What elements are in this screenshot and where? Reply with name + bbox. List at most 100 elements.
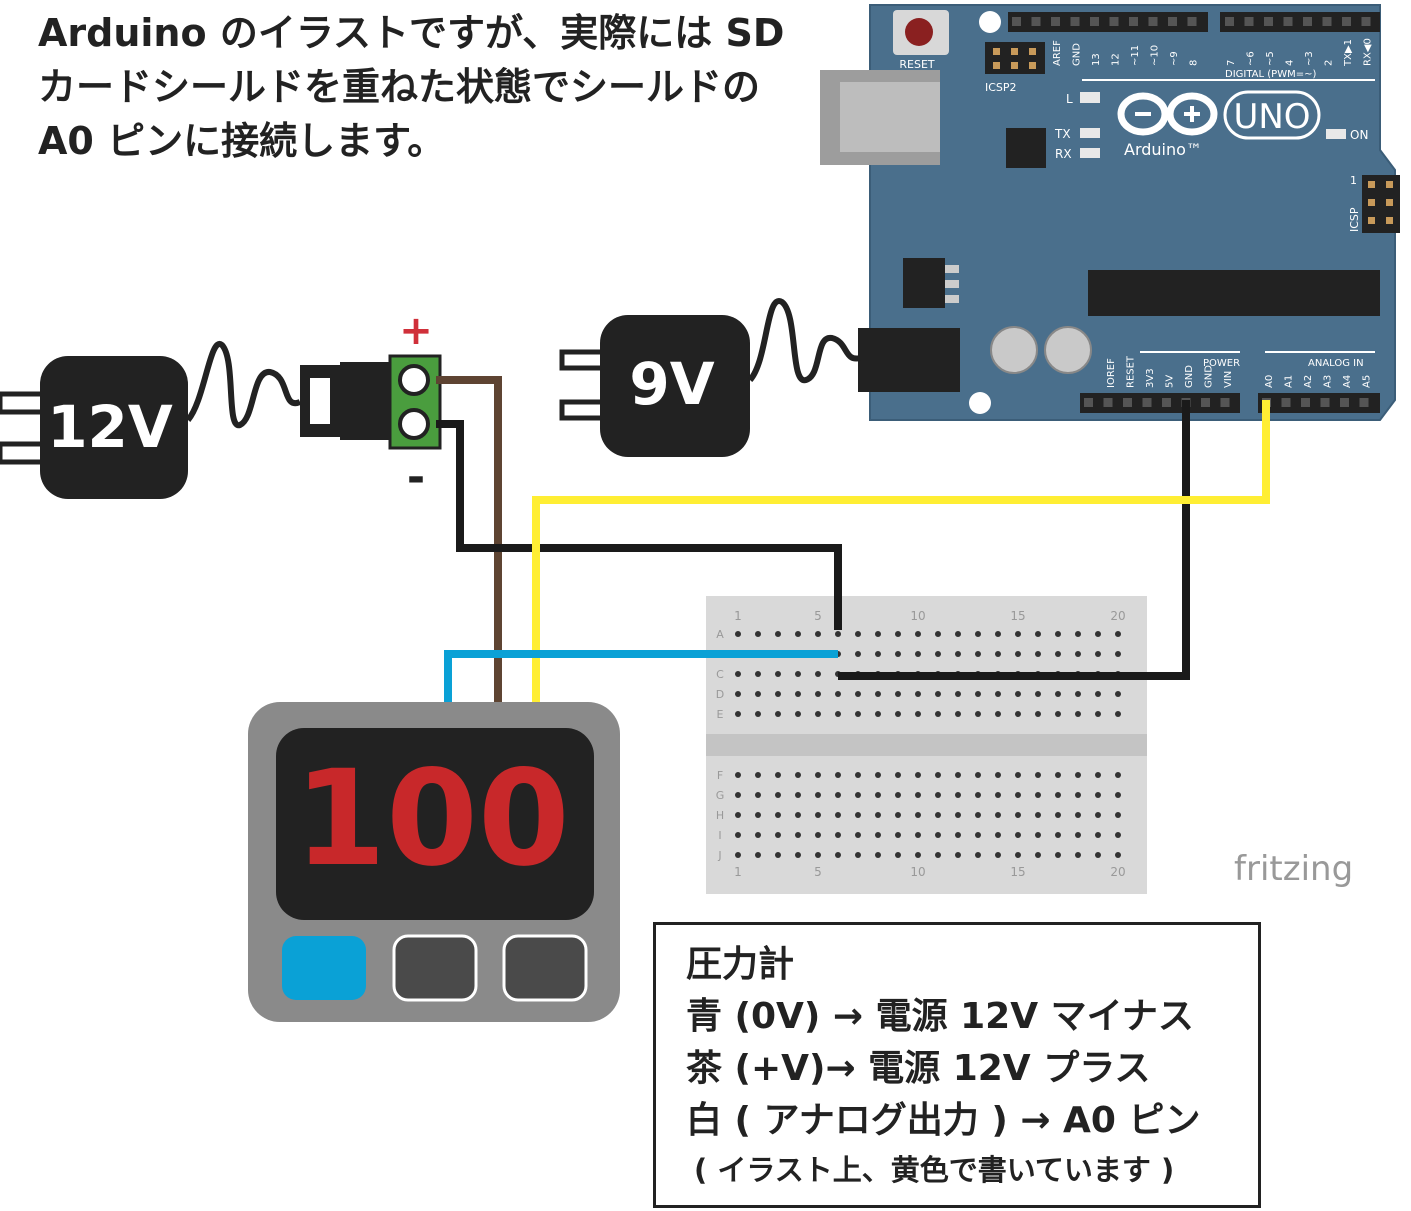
breadboard-hole — [815, 671, 821, 677]
breadboard-hole — [775, 812, 781, 818]
microcontroller-chip — [1088, 270, 1380, 316]
header-hole — [1322, 17, 1332, 26]
breadboard-hole — [755, 852, 761, 858]
pin-label: ~11 — [1130, 45, 1141, 66]
breadboard-row-letter: H — [716, 809, 724, 822]
fritzing-watermark: fritzing — [1234, 849, 1353, 889]
breadboard-hole — [815, 631, 821, 637]
breadboard-column-number: 1 — [734, 609, 742, 623]
breadboard-hole — [795, 631, 801, 637]
header-hole — [1168, 17, 1177, 26]
breadboard-hole — [935, 812, 941, 818]
pressure-gauge: 100 — [248, 702, 620, 1022]
adapter-9v-label: 9V — [629, 350, 714, 418]
breadboard-hole — [1095, 772, 1101, 778]
breadboard-hole — [895, 772, 901, 778]
breadboard-hole — [755, 671, 761, 677]
breadboard-hole — [995, 852, 1001, 858]
adapter-12v-label: 12V — [47, 393, 173, 461]
breadboard-hole — [995, 812, 1001, 818]
breadboard-hole — [755, 691, 761, 697]
breadboard-hole — [1055, 651, 1061, 657]
dc-power-jack — [858, 328, 960, 392]
breadboard-hole — [935, 792, 941, 798]
breadboard-hole — [975, 631, 981, 637]
header-hole — [1361, 17, 1371, 26]
breadboard-hole — [895, 711, 901, 717]
gauge-button-gray-1 — [392, 934, 478, 1002]
header-hole — [1123, 398, 1132, 407]
pin-label: 7 — [1226, 60, 1237, 66]
breadboard-hole — [855, 832, 861, 838]
breadboard-hole — [1095, 852, 1101, 858]
breadboard-hole — [735, 852, 741, 858]
breadboard-hole — [815, 792, 821, 798]
header-hole — [1031, 17, 1041, 26]
breadboard-hole — [935, 651, 941, 657]
breadboard-hole — [815, 832, 821, 838]
breadboard-hole — [1115, 691, 1121, 697]
header-hole — [1109, 17, 1119, 26]
breadboard-hole — [935, 631, 941, 637]
breadboard-hole — [895, 631, 901, 637]
breadboard-hole — [955, 691, 961, 697]
led-tx — [1080, 128, 1100, 138]
breadboard-hole — [995, 631, 1001, 637]
breadboard-hole — [1095, 631, 1101, 637]
voltage-regulator — [903, 258, 945, 308]
breadboard-column-number: 5 — [814, 609, 822, 623]
breadboard-hole — [1015, 631, 1021, 637]
breadboard-row-letter: E — [717, 708, 724, 721]
breadboard-hole — [795, 852, 801, 858]
breadboard-hole — [995, 772, 1001, 778]
breadboard-hole — [855, 631, 861, 637]
breadboard-hole — [915, 812, 921, 818]
breadboard-hole — [955, 631, 961, 637]
breadboard-hole — [915, 832, 921, 838]
breadboard-hole — [755, 711, 761, 717]
gauge-button-gray-2 — [502, 934, 588, 1002]
legend-note: ( イラスト上、黄色で書いています ) — [694, 1153, 1175, 1187]
breadboard-hole — [1055, 691, 1061, 697]
breadboard-hole — [995, 792, 1001, 798]
breadboard-hole — [975, 812, 981, 818]
header-hole — [1220, 398, 1230, 407]
breadboard-hole — [1015, 772, 1021, 778]
breadboard-hole — [1115, 812, 1121, 818]
breadboard-hole — [735, 812, 741, 818]
breadboard-hole — [915, 772, 921, 778]
pin-label: A2 — [1303, 375, 1314, 388]
header-hole — [1359, 398, 1369, 407]
header-hole — [1225, 17, 1234, 26]
breadboard-hole — [1035, 772, 1041, 778]
header-hole — [1129, 17, 1138, 26]
breadboard-hole — [1035, 852, 1041, 858]
breadboard-hole — [755, 631, 761, 637]
breadboard-hole — [835, 852, 841, 858]
header-hole — [1244, 17, 1254, 26]
breadboard-hole — [1115, 772, 1121, 778]
reset-button-cap — [905, 18, 933, 46]
breadboard-hole — [855, 772, 861, 778]
pin-label: ~3 — [1304, 51, 1315, 66]
breadboard-hole — [1075, 772, 1081, 778]
pin-label: 8 — [1189, 60, 1200, 66]
pin-label: A3 — [1323, 375, 1334, 388]
header-hole — [1320, 398, 1330, 407]
breadboard-hole — [775, 772, 781, 778]
icsp2-label: ICSP2 — [985, 81, 1017, 94]
legend-box: 圧力計 青 (0V) → 電源 12V マイナス 茶 (+V)→ 電源 12V … — [653, 922, 1261, 1208]
breadboard-hole — [1075, 711, 1081, 717]
breadboard-hole — [1115, 832, 1121, 838]
header-hole — [1340, 398, 1349, 407]
breadboard-hole — [935, 832, 941, 838]
breadboard-hole — [915, 711, 921, 717]
header-hole — [1283, 17, 1293, 26]
breadboard-hole — [1015, 852, 1021, 858]
terminal-minus-screw — [398, 408, 430, 440]
legend-title: 圧力計 — [686, 944, 795, 985]
breadboard-hole — [995, 651, 1001, 657]
wire-black-gnd — [838, 400, 1190, 680]
pin-label: GND — [1204, 365, 1215, 388]
breadboard-row-letter: J — [717, 849, 721, 862]
